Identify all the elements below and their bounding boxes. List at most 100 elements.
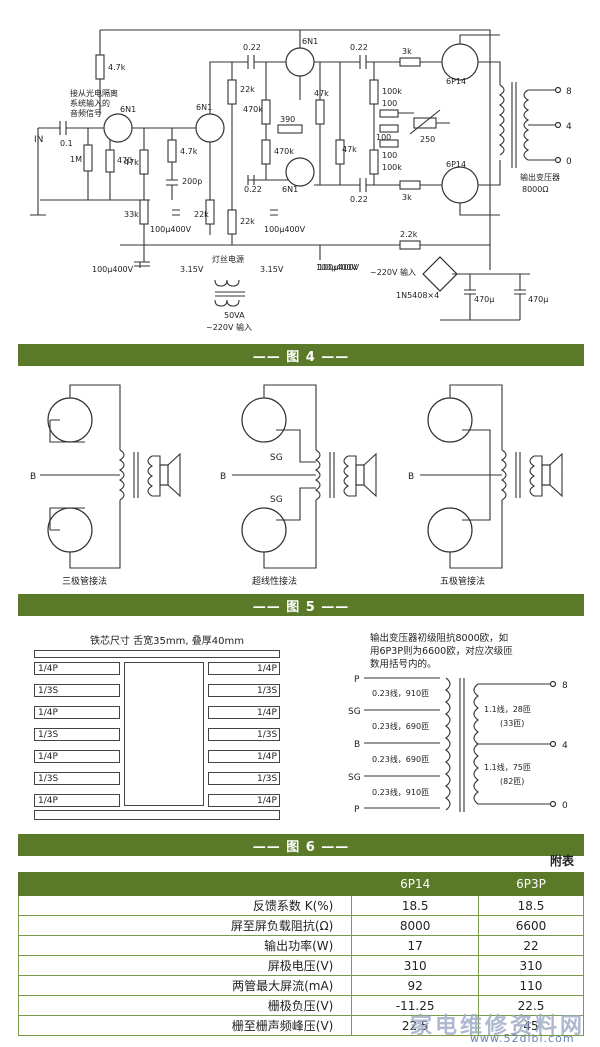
cell-6p14: 310	[351, 955, 479, 976]
triode-xfmr	[133, 452, 154, 498]
mid-branches	[231, 62, 278, 245]
pentode-b-label: B	[408, 472, 414, 482]
filament-transformer	[214, 279, 245, 307]
label-4k7-top: 4.7k	[108, 63, 126, 72]
cell-6p3p: 110	[477, 975, 585, 996]
schematic-drawing: 接从光电隔离 系统输入的 音频信号 IN 0.1 1M 470 6N1 4.7k…	[30, 29, 572, 332]
ul-sg-label-1: SG	[270, 453, 283, 463]
right-layer-5: 1/3S	[208, 772, 280, 785]
label-022-c: 0.22	[350, 43, 368, 52]
right-layer-6: 1/4P	[208, 794, 280, 807]
xfmr-secondary	[523, 89, 530, 161]
label-22k-a: 22k	[194, 210, 209, 219]
res-470	[105, 149, 115, 173]
tap-0-dot	[549, 800, 557, 808]
label-1m: 1M	[70, 155, 82, 164]
tap-0-terminal	[554, 156, 562, 164]
bobbin-bottom-bar	[34, 810, 280, 820]
pentode-secondary-wire	[534, 455, 543, 497]
input-note-3: 音频信号	[70, 108, 102, 118]
label-47k: 47k	[124, 158, 139, 167]
cell-6p3p: 18.5	[477, 895, 585, 916]
triode-connection: B 三极管接法	[30, 384, 181, 587]
cap-100u-1	[172, 209, 180, 216]
triode-b-label: B	[30, 472, 36, 482]
pot-arrow	[409, 109, 441, 135]
tube-6n1-phase	[195, 113, 225, 143]
label-3k-b: 3k	[402, 193, 412, 202]
speaker-icon-2	[355, 464, 365, 486]
label-100k-a: 100k	[382, 87, 402, 96]
res-33k	[139, 199, 149, 225]
bridge-rectifier	[422, 256, 458, 292]
res-3k-a	[399, 57, 421, 67]
winding-note-1: 输出变压器初级阻抗8000欧，如	[370, 633, 509, 644]
label-100k-b: 100k	[382, 163, 402, 172]
speaker-cone-1	[167, 452, 181, 498]
input-cap	[59, 121, 67, 135]
driver-wires	[299, 30, 360, 260]
tube-6n1-driver-b	[285, 157, 315, 187]
res-100k-a	[369, 79, 379, 105]
left-layer-6: 1/4P	[34, 794, 120, 807]
label-in: IN	[34, 135, 43, 145]
cell-6p3p: 6600	[477, 915, 585, 936]
figure-5-connections: B 三极管接法 B SG SG 超线性接法 B 五极管接法	[0, 370, 600, 590]
tap-0-label: 0	[562, 801, 568, 811]
label-tube3: 6N1	[302, 37, 318, 46]
caption-5-text: —— 图 5 ——	[252, 599, 350, 615]
pentode-connection: B 五极管接法	[408, 384, 563, 587]
label-390: 390	[280, 115, 295, 124]
caption-4-text: —— 图 4 ——	[252, 349, 350, 365]
pentode-wires	[449, 384, 503, 569]
secondary-coil	[473, 683, 479, 805]
ul-wires	[263, 384, 317, 569]
header-6p3p: 6P3P	[477, 872, 585, 896]
pin-leads	[364, 677, 440, 809]
res-22k-b	[227, 79, 237, 105]
watermark-text: 家电维修资料网	[410, 1013, 586, 1039]
b-plus-bus	[120, 230, 491, 270]
pin-p-bottom: P	[354, 805, 360, 815]
label-fil-va: 50VA	[224, 311, 245, 320]
label-rect: 1N5408×4	[396, 291, 439, 300]
watermark-url: www.52dibi.com	[470, 1032, 575, 1045]
label-filament-title: 灯丝电源	[212, 254, 244, 264]
cell-6p3p: 310	[477, 955, 585, 976]
cell-6p3p: 22	[477, 935, 585, 956]
res-47k-b	[315, 99, 325, 125]
triode-primary	[118, 449, 125, 501]
right-layer-3: 1/3S	[208, 728, 280, 741]
row-label: 屏至屏负载阻抗(Ω)	[17, 915, 353, 936]
res-47k	[139, 149, 149, 175]
tube-6n1-driver-a	[285, 47, 315, 77]
ul-tube-top	[241, 397, 287, 443]
wind-right-1: 1.1线，28匝	[484, 704, 531, 714]
label-100-a: 100	[382, 99, 397, 108]
figure-6-winding: 铁芯尺寸 舌宽35mm, 叠厚40mm 1/4P 1/3S 1/4P 1/3S …	[0, 622, 600, 832]
attached-table-title: 附表	[549, 854, 574, 868]
tube-6n1-input	[103, 113, 133, 143]
label-022-a: 0.22	[243, 43, 261, 52]
output-plate-wires	[459, 34, 501, 216]
pot-250	[413, 117, 437, 129]
row-label: 屏极电压(V)	[17, 955, 353, 976]
ultralinear-connection: B SG SG 超线性接法	[220, 384, 377, 587]
ul-secondary-wire	[348, 455, 357, 497]
right-layer-1: 1/3S	[208, 684, 280, 697]
label-470k-b: 470k	[274, 147, 294, 156]
label-100-b: 100	[376, 133, 391, 142]
label-c470-a: 470μ	[474, 295, 494, 304]
row-label: 反馈系数 K(%)	[17, 895, 353, 916]
xfmr-core	[511, 82, 517, 168]
ul-caption: 超线性接法	[252, 575, 297, 587]
label-470k: 470k	[243, 105, 263, 114]
bias-net	[373, 62, 450, 185]
res-100-c	[379, 139, 399, 148]
caption-6-text: —— 图 6 ——	[252, 839, 350, 855]
label-ac-in: ~220V 输入	[370, 267, 416, 277]
wind-left-3: 0.23线，690匝	[372, 754, 429, 764]
label-47k-c: 47k	[342, 145, 357, 154]
label-tap8: 8	[566, 87, 572, 97]
